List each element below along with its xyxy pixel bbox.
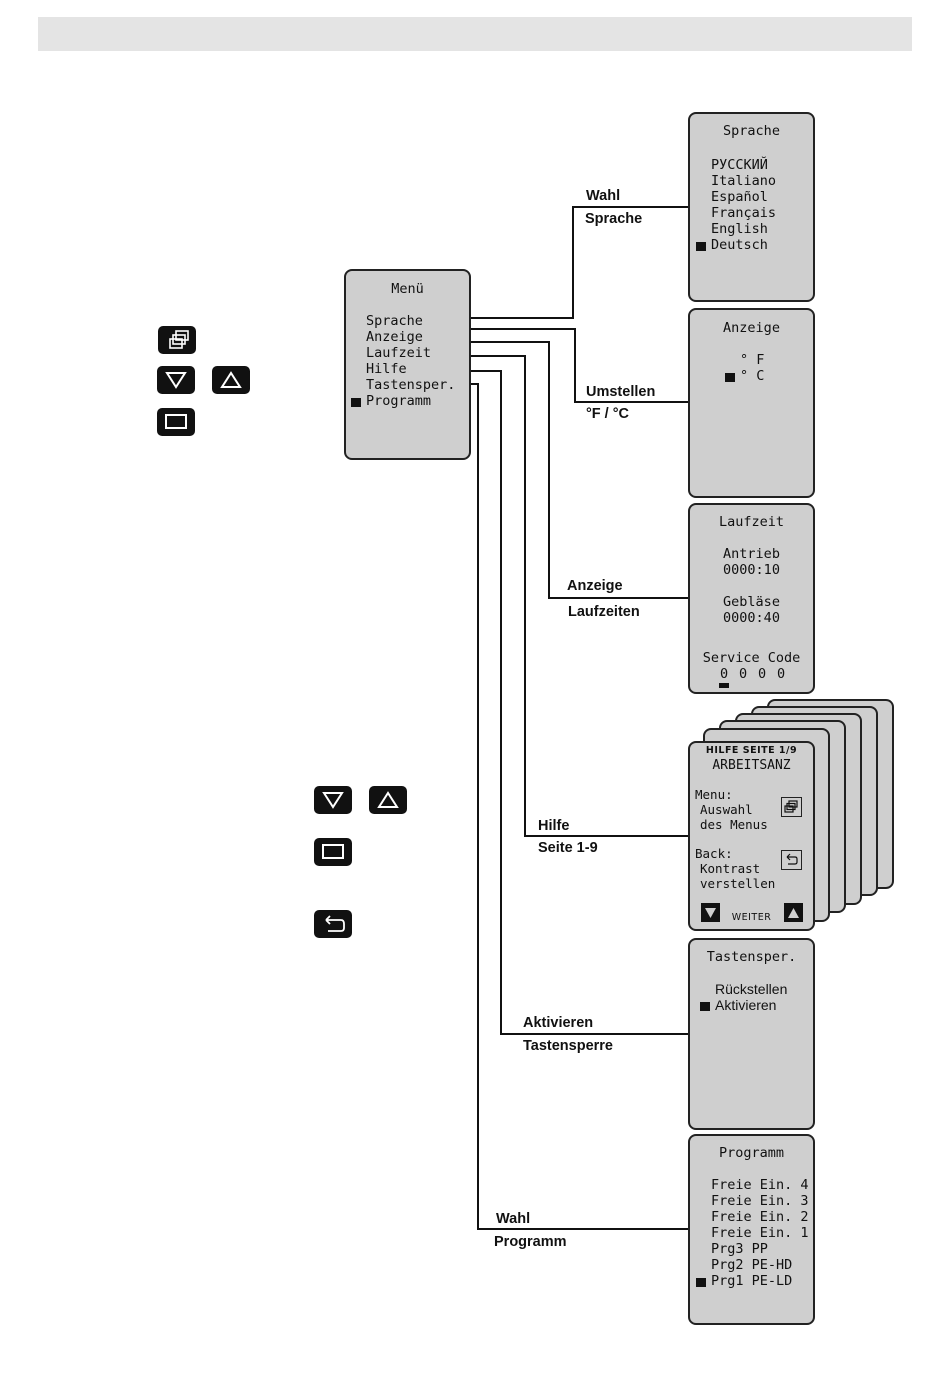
program-option[interactable]: Freie Ein. 4: [711, 1177, 809, 1193]
connector-label-anzeige: Anzeige: [567, 578, 623, 594]
connector-laufzeit: [470, 341, 690, 599]
sprache-screen: Sprache РУССКИЙ Italiano Español Françai…: [688, 112, 815, 302]
connector-hilfe: [470, 355, 690, 837]
service-code-digit[interactable]: 0: [758, 666, 767, 682]
program-option[interactable]: Freie Ein. 2: [711, 1209, 809, 1225]
up-arrow-key-icon: [369, 786, 407, 814]
connector-label-wahl-programm: Wahl: [496, 1211, 531, 1227]
service-code-digit[interactable]: 0: [777, 666, 786, 682]
unit-option-celsius-selected[interactable]: ° C: [724, 368, 765, 384]
geblaese-value: 0000:40: [723, 610, 780, 626]
program-option[interactable]: Prg3 PP: [711, 1241, 768, 1257]
service-code-cursor: [719, 683, 729, 688]
tastensperre-title: Tastensper.: [706, 949, 797, 965]
language-option[interactable]: Italiano: [711, 173, 777, 189]
back-key-icon: [314, 910, 352, 938]
connector-label-wahl: Wahl: [586, 188, 621, 204]
language-option[interactable]: English: [711, 221, 768, 237]
connector-label-umstellen: Umstellen: [586, 384, 656, 400]
up-arrow-icon: [784, 903, 803, 922]
tastensperre-screen: Tastensper. Rückstellen Aktivieren: [688, 938, 815, 1130]
menu-title: Menü: [391, 281, 424, 297]
menu-item-programm-selected[interactable]: Programm: [350, 393, 432, 409]
help-back-label: Back:: [695, 846, 733, 861]
connector-label-hilfe: Hilfe: [538, 818, 570, 834]
antrieb-label: Antrieb: [723, 546, 780, 562]
help-back-desc: Kontrast: [700, 861, 761, 876]
menu-item-tastensperre[interactable]: Tastensper.: [366, 377, 456, 393]
language-option[interactable]: Español: [711, 189, 768, 205]
connector-label-laufzeiten: Laufzeiten: [568, 604, 640, 620]
help-back-desc: verstellen: [700, 876, 776, 891]
connector-sprache: [470, 206, 690, 319]
service-code-label: Service Code: [702, 650, 801, 666]
help-next-label: WEITER: [731, 912, 772, 923]
connector-anzeige: [470, 328, 690, 403]
programm-screen: Programm Freie Ein. 4 Freie Ein. 3 Freie…: [688, 1134, 815, 1325]
antrieb-value: 0000:10: [723, 562, 780, 578]
program-option[interactable]: Freie Ein. 1: [711, 1225, 809, 1241]
connector-programm: [470, 383, 690, 1230]
menu-item-anzeige[interactable]: Anzeige: [366, 329, 423, 345]
service-code-digit[interactable]: 0: [720, 666, 729, 682]
connector-tastensperre: [470, 370, 690, 1035]
connector-label-seite: Seite 1-9: [538, 840, 598, 856]
language-option[interactable]: Français: [711, 205, 777, 221]
enter-key-icon: [314, 838, 352, 866]
tastensperre-option-selected[interactable]: Aktivieren: [699, 997, 777, 1013]
header-bar: [38, 17, 912, 51]
enter-key-icon: [157, 408, 195, 436]
menu-item-hilfe[interactable]: Hilfe: [366, 361, 407, 377]
main-menu-screen: Menü Sprache Anzeige Laufzeit Hilfe Tast…: [344, 269, 471, 460]
geblaese-label: Gebläse: [723, 594, 780, 610]
unit-option-fahrenheit[interactable]: ° F: [740, 352, 765, 368]
tastensperre-option[interactable]: Rückstellen: [715, 981, 788, 997]
sprache-title: Sprache: [723, 123, 780, 139]
programm-title: Programm: [718, 1145, 785, 1161]
help-heading: ARBEITSANZ: [712, 758, 791, 773]
connector-label-tastensperre: Tastensperre: [523, 1038, 613, 1054]
service-code-digit[interactable]: 0: [739, 666, 748, 682]
language-option-selected[interactable]: Deutsch: [696, 237, 768, 253]
connector-label-sprache: Sprache: [585, 211, 643, 227]
help-page-indicator: HILFE SEITE 1/9: [705, 745, 798, 756]
menu-item-sprache[interactable]: Sprache: [366, 313, 423, 329]
back-key-icon: [781, 850, 802, 870]
connector-label-aktivieren: Aktivieren: [523, 1015, 594, 1031]
program-option[interactable]: Prg2 PE-HD: [711, 1257, 793, 1273]
connector-label-units: °F / °C: [586, 406, 630, 422]
anzeige-screen: Anzeige ° F ° C: [688, 308, 815, 498]
language-option[interactable]: РУССКИЙ: [711, 157, 768, 173]
menu-key-icon: [158, 326, 196, 354]
anzeige-title: Anzeige: [723, 320, 780, 336]
help-menu-label: Menu:: [695, 787, 733, 802]
laufzeit-screen: Laufzeit Antrieb 0000:10 Gebläse 0000:40…: [688, 503, 815, 694]
program-option-selected[interactable]: Prg1 PE-LD: [695, 1273, 793, 1289]
down-arrow-key-icon: [157, 366, 195, 394]
menu-item-laufzeit[interactable]: Laufzeit: [366, 345, 432, 361]
up-arrow-key-icon: [212, 366, 250, 394]
help-menu-desc: Auswahl: [700, 802, 753, 817]
down-arrow-key-icon: [314, 786, 352, 814]
program-option[interactable]: Freie Ein. 3: [711, 1193, 809, 1209]
laufzeit-title: Laufzeit: [718, 514, 785, 530]
help-menu-desc: des Menus: [700, 817, 768, 832]
down-arrow-icon: [701, 903, 720, 922]
connector-label-programm: Programm: [494, 1234, 567, 1250]
hilfe-screen: HILFE SEITE 1/9 ARBEITSANZ Menu: Auswahl…: [688, 741, 815, 931]
menu-key-icon: [781, 797, 802, 817]
